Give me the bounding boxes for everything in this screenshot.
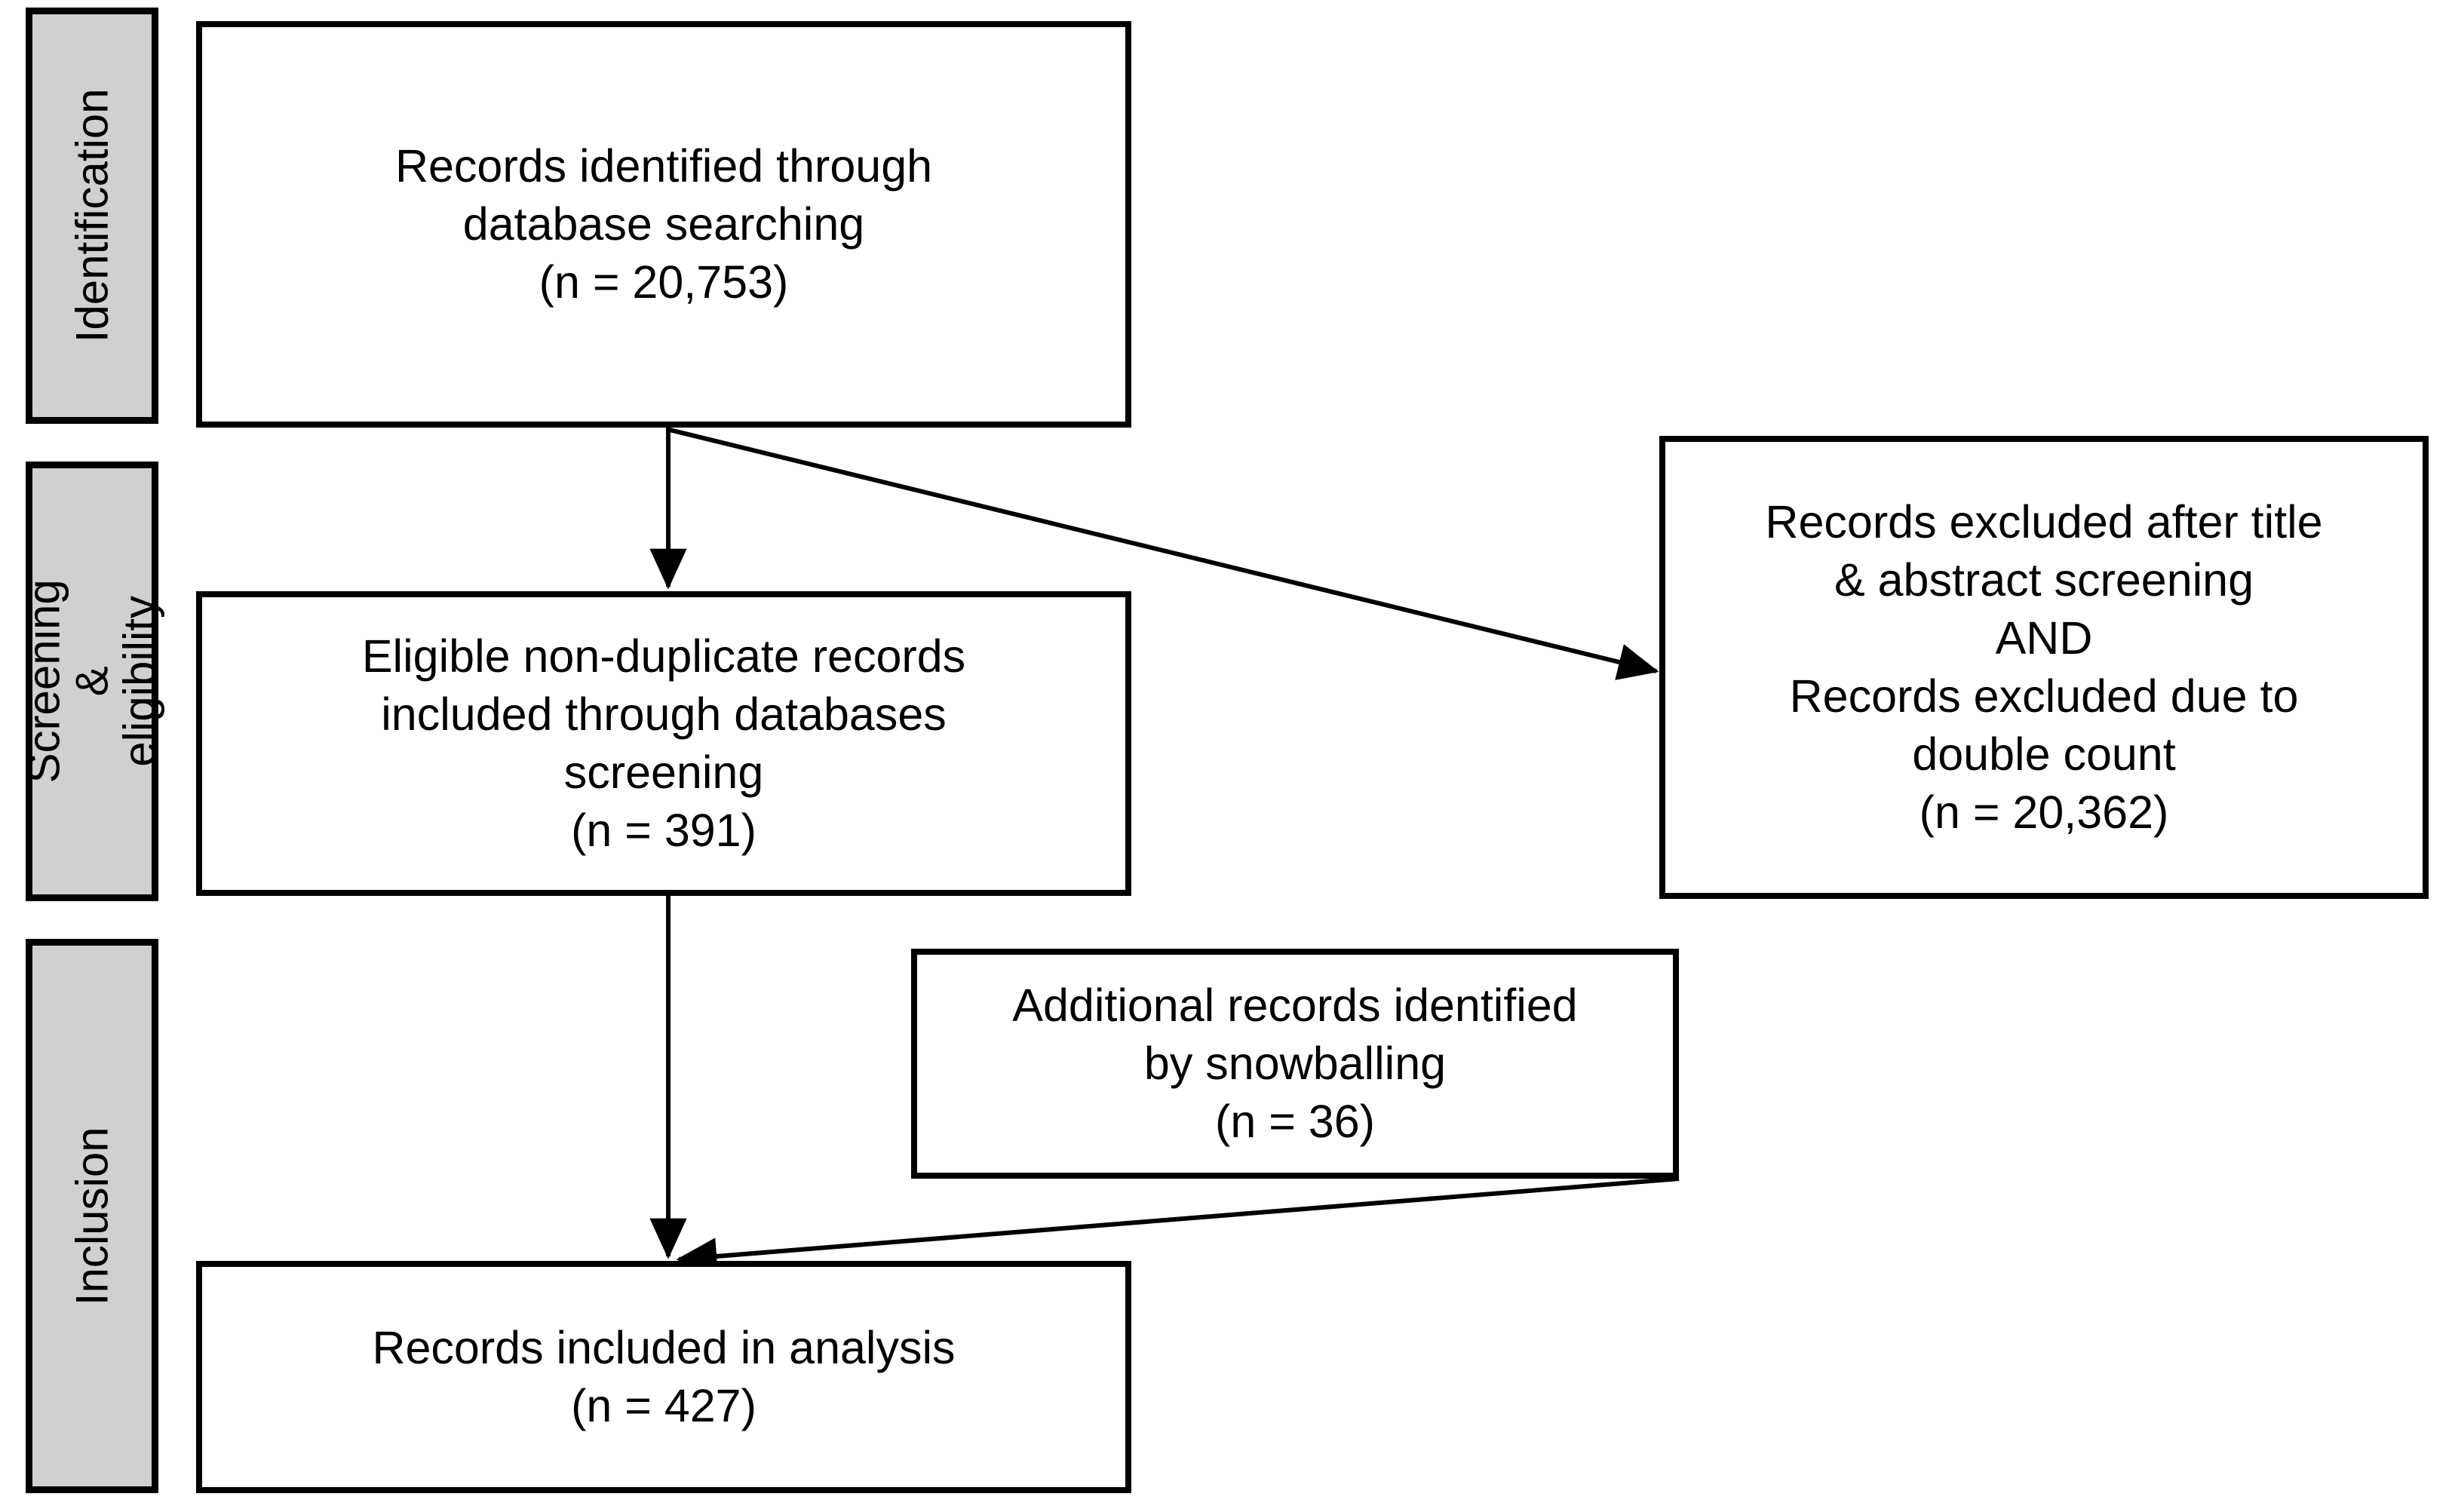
box-records-identified: Records identified through database sear…: [196, 21, 1131, 428]
box-eligible-records: Eligible non-duplicate records included …: [196, 591, 1131, 896]
box-additional-records-text: Additional records identified by snowbal…: [1012, 980, 1578, 1147]
stage-box-screening: Screening & eligibility: [19, 462, 165, 901]
stage-label-inclusion: Inclusion: [66, 1127, 118, 1305]
stage-label-identification: Identification: [66, 88, 118, 343]
box-records-included: Records included in analysis (n = 427): [196, 1261, 1131, 1493]
box-records-included-text: Records included in analysis (n = 427): [372, 1322, 956, 1431]
box-records-excluded-text: Records excluded after title & abstract …: [1765, 496, 2323, 838]
box-eligible-records-text: Eligible non-duplicate records included …: [361, 630, 966, 856]
arrow-snowballing-to-included: [676, 1176, 1680, 1275]
stage-box-inclusion: Inclusion: [26, 939, 158, 1493]
box-records-excluded: Records excluded after title & abstract …: [1659, 436, 2429, 899]
box-records-identified-text: Records identified through database sear…: [394, 140, 933, 308]
stage-box-identification: Identification: [26, 8, 158, 424]
box-additional-records: Additional records identified by snowbal…: [911, 949, 1679, 1179]
stage-label-screening: Screening & eligibility: [18, 579, 165, 784]
